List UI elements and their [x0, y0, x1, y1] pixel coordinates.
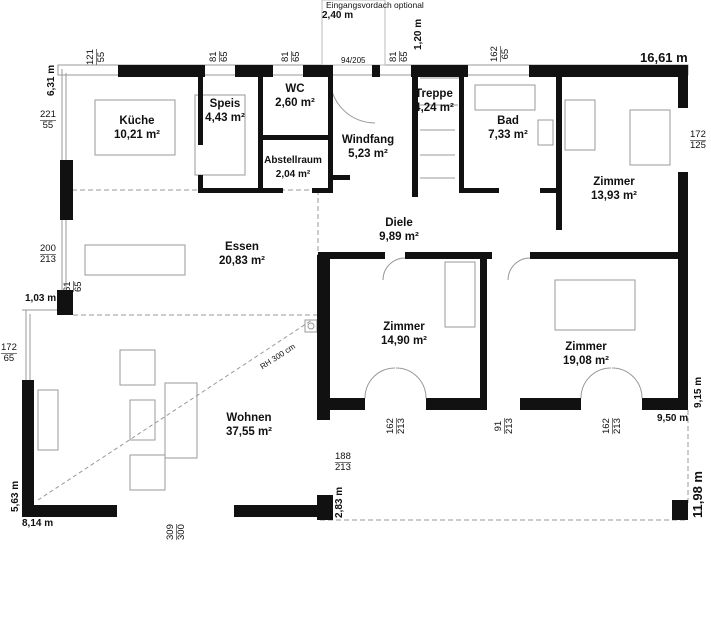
total-width: 16,61 m	[640, 50, 688, 65]
step-right-measure: 2,83 m	[334, 486, 345, 518]
bottom-right-measure: 9,50 m	[657, 413, 689, 424]
bottom-left-measure: 8,14 m	[22, 518, 54, 529]
canopy-label: Eingangsvordach optional	[326, 0, 424, 10]
left-bottom-measure: 5,63 m	[10, 480, 21, 512]
canopy-width: 2,40 m	[322, 10, 354, 21]
right-upper-measure: 9,15 m	[693, 376, 704, 408]
total-depth: 11,98 m	[690, 471, 705, 518]
outline-lines	[22, 0, 689, 521]
door-size: 94/205	[341, 56, 366, 65]
left-step-measure: 1,03 m	[25, 293, 57, 304]
left-top-measure: 6,31 m	[46, 64, 57, 96]
canopy-depth: 1,20 m	[413, 18, 424, 50]
walls	[22, 65, 688, 520]
